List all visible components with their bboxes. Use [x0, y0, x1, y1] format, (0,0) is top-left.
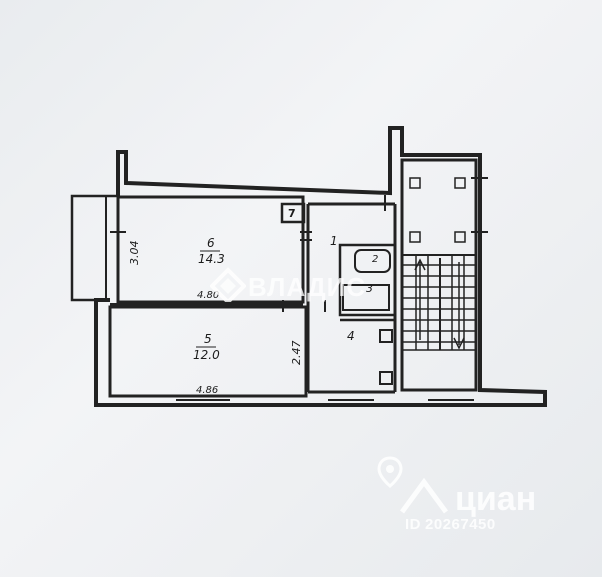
cian-id-value: 20267450	[425, 516, 496, 533]
location-pin-icon	[377, 456, 403, 488]
room-2-number: 2	[372, 254, 378, 265]
balcony	[70, 194, 118, 302]
room-6-walls	[116, 195, 305, 304]
vladis-logo-icon	[210, 267, 246, 302]
room-6-height-dimension: 3.04	[128, 241, 141, 266]
stairwell	[400, 158, 478, 392]
cian-logo-icon	[400, 478, 448, 514]
room-5-height-dimension: 2.47	[290, 341, 303, 366]
vladis-watermark: ВЛАДИС	[248, 272, 367, 302]
cian-watermark: циан	[455, 480, 537, 518]
room-3-number: 3	[366, 282, 373, 295]
room-6-area: 14.3	[198, 252, 225, 266]
room-5-width-dimension: 4.86	[196, 385, 218, 396]
room-7-number: 7	[288, 207, 296, 220]
outer-wall	[94, 126, 547, 407]
room-5-number: 5	[204, 332, 212, 346]
room-5-area: 12.0	[193, 348, 220, 362]
room-6-width-dimension: 4.80	[197, 290, 219, 301]
closet-7	[280, 202, 306, 224]
room-4-number: 4	[347, 329, 355, 343]
bathroom-walls	[338, 243, 397, 317]
cian-id-label: ID	[405, 516, 421, 533]
room-1-number: 1	[330, 234, 338, 248]
room-6-number: 6	[207, 236, 215, 250]
